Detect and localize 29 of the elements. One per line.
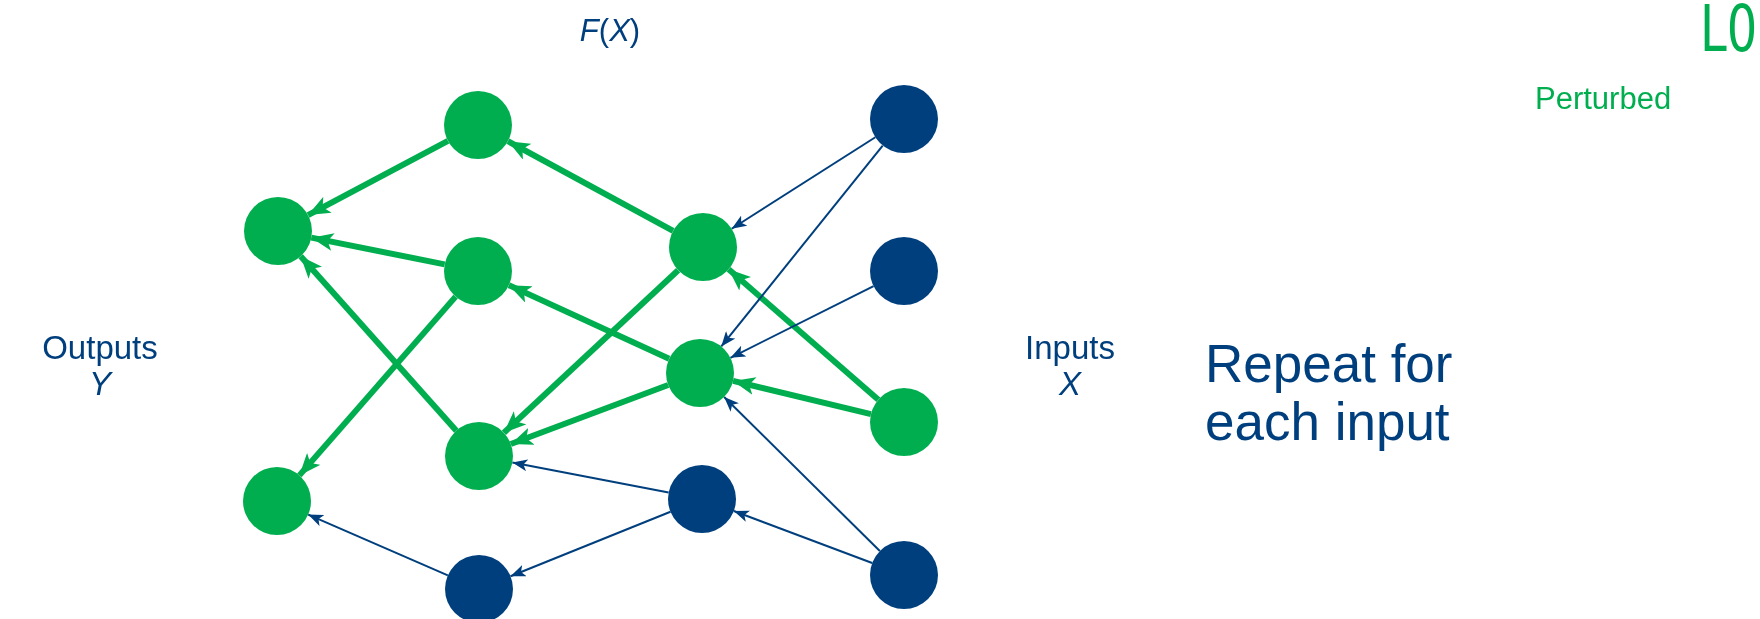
arrow	[509, 510, 672, 578]
arrow	[511, 459, 670, 494]
arrow	[723, 395, 881, 553]
arrow	[507, 282, 671, 362]
heading-label: L0	[1700, 0, 1758, 65]
arrow	[729, 285, 875, 359]
arrow	[732, 509, 874, 565]
function-label: F(X)	[578, 14, 642, 49]
outputs-label: Outputs Y	[41, 330, 159, 403]
arrow	[501, 268, 681, 435]
arrow	[297, 294, 458, 478]
repeat-note: Repeat for each input	[1205, 335, 1454, 452]
arrow	[730, 136, 877, 230]
neuron-circle	[444, 237, 512, 305]
arrow	[509, 382, 670, 447]
arrow	[726, 267, 881, 402]
arrow	[310, 233, 446, 268]
perturbed-label: Perturbed	[1535, 82, 1672, 117]
neuron-circle	[669, 213, 737, 281]
neuron-circle	[445, 422, 513, 490]
arrow	[732, 377, 872, 417]
neuron-circle	[666, 339, 734, 407]
arrow	[720, 144, 884, 348]
arrow	[307, 513, 449, 577]
neuron-circle	[445, 555, 513, 619]
arrow	[298, 254, 459, 433]
arrow	[306, 138, 450, 218]
inputs-label: Inputs X	[1024, 330, 1116, 403]
arrow	[506, 138, 675, 234]
